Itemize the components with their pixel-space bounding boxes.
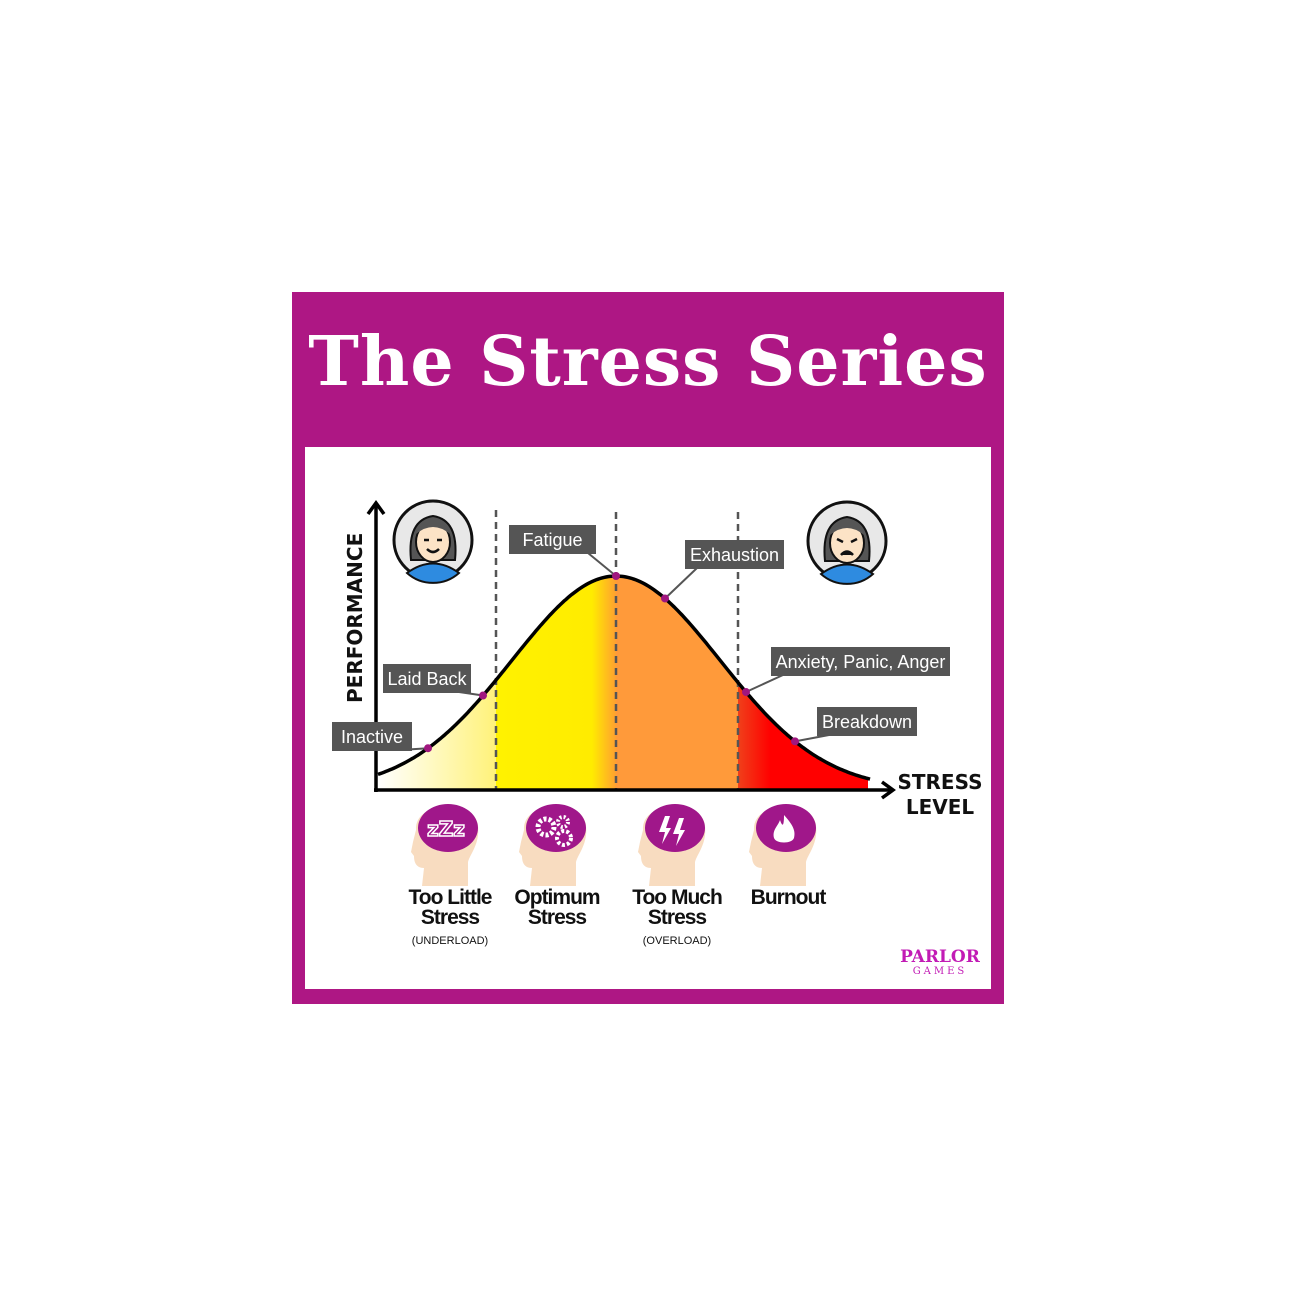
curve-label: Fatigue xyxy=(509,525,620,580)
label-box xyxy=(383,664,471,693)
caption-line: Stress xyxy=(647,906,707,929)
leader-line xyxy=(664,567,698,600)
caption-sub: (UNDERLOAD) xyxy=(411,935,489,947)
gears-icon xyxy=(519,804,587,886)
curve-label: Inactive xyxy=(332,722,432,753)
curve-label: Exhaustion xyxy=(661,540,784,603)
curve-point xyxy=(424,744,432,753)
label-box xyxy=(817,707,917,736)
curve-label: Breakdown xyxy=(791,707,917,746)
label-box xyxy=(771,647,950,676)
label-text: Anxiety, Panic, Anger xyxy=(776,652,946,672)
y-axis-label: PERFORMANCE xyxy=(343,533,367,703)
curve-point xyxy=(612,572,620,580)
leader-line xyxy=(587,552,617,577)
happy-face-icon xyxy=(392,499,474,584)
logo-line2: GAMES xyxy=(912,966,968,977)
caption-sub: (OVERLOAD) xyxy=(642,935,712,947)
label-box xyxy=(509,525,596,554)
curve-point xyxy=(791,737,799,746)
x-axis-arrow-icon xyxy=(880,780,896,800)
caption-line: Too Little xyxy=(408,886,493,909)
sad-face-icon xyxy=(806,500,888,585)
leader-line xyxy=(794,734,830,743)
page-title: The Stress Series xyxy=(308,322,988,402)
label-text: Fatigue xyxy=(522,530,582,550)
caption-line: Optimum xyxy=(514,886,600,909)
zone-caption-burnout: Burnout xyxy=(738,886,838,909)
label-text: Breakdown xyxy=(822,712,912,732)
zone-caption-optimum: Optimum Stress xyxy=(507,886,607,929)
caption-line: Burnout xyxy=(750,886,827,909)
curve-label: Laid Back xyxy=(383,664,487,700)
performance-curve xyxy=(377,574,871,781)
logo-line1: PARLOR xyxy=(900,947,980,967)
svg-text:zZz: zZz xyxy=(427,817,465,841)
caption-line: Stress xyxy=(527,906,587,929)
label-text: Laid Back xyxy=(387,669,467,689)
label-text: Exhaustion xyxy=(690,545,779,565)
zone-caption-too-much: Too Much Stress (OVERLOAD) xyxy=(627,886,727,951)
label-box xyxy=(685,540,784,569)
lightning-icon xyxy=(638,804,706,886)
parlor-games-logo: PARLOR GAMES xyxy=(896,948,984,977)
x-axis-label-line2: LEVEL xyxy=(906,795,975,819)
caption-line: Stress xyxy=(420,906,480,929)
label-text: Inactive xyxy=(341,727,403,747)
x-axis-label-line1: STRESS xyxy=(897,770,982,794)
fire-icon xyxy=(749,804,817,886)
zone-optimum-fill xyxy=(496,576,616,790)
curve-point xyxy=(742,688,750,697)
curve-label: Anxiety, Panic, Anger xyxy=(742,647,950,697)
label-box xyxy=(332,722,412,751)
zone-overload-fill xyxy=(616,576,738,790)
y-axis-arrow-icon xyxy=(366,500,386,516)
curve-point xyxy=(479,691,487,700)
zone-caption-too-little: Too Little Stress (UNDERLOAD) xyxy=(400,886,500,951)
sleep-zzz-icon: zZz xyxy=(411,804,479,886)
leader-line xyxy=(745,674,784,693)
curve-point xyxy=(661,594,669,603)
caption-line: Too Much xyxy=(632,886,723,909)
